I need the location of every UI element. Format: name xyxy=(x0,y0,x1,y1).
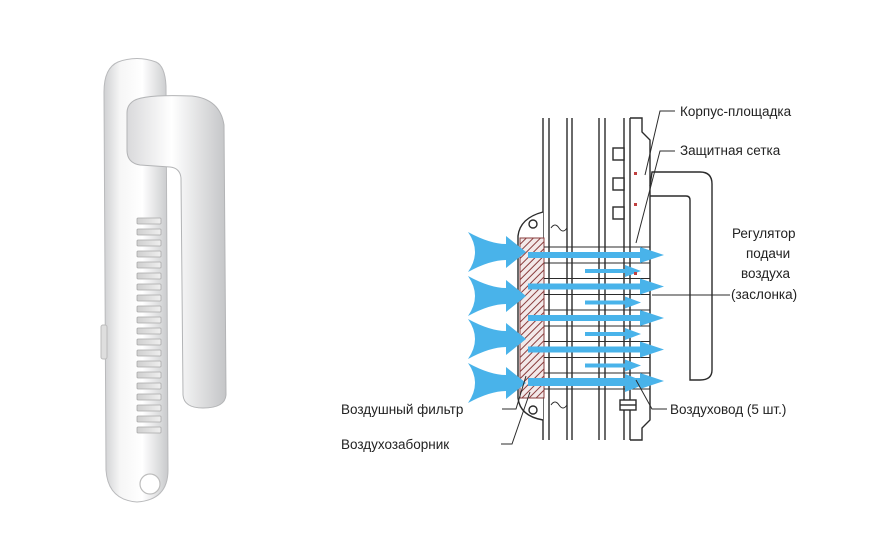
airflow-arrow-icon xyxy=(585,296,641,309)
airflow-arrow-icon xyxy=(528,247,664,263)
vent-slot xyxy=(136,404,162,412)
vent-slot xyxy=(136,371,162,379)
red-marks xyxy=(634,172,637,275)
vent-slot xyxy=(136,415,162,423)
airflow-arrow-icon xyxy=(585,265,641,277)
vent-slot xyxy=(136,283,162,291)
label-mesh: Защитная сетка xyxy=(680,143,781,158)
airflow-arrow-icon xyxy=(585,359,641,372)
vent-slot xyxy=(136,239,162,247)
airflow-arrows xyxy=(528,247,664,392)
vent-slot xyxy=(136,393,162,401)
leader-lines xyxy=(501,110,730,445)
label-regulator-3: воздуха xyxy=(741,266,790,281)
vent-slot xyxy=(136,338,162,346)
vent-slot xyxy=(136,294,162,302)
label-regulator-1: Регулятор xyxy=(732,226,796,241)
label-regulator-2: подачи xyxy=(746,246,790,261)
vent-slot xyxy=(136,228,162,236)
handle-screw-cap xyxy=(139,473,161,495)
airflow-arrow-icon xyxy=(528,374,648,392)
airflow-arrow-icon xyxy=(468,319,526,359)
intake-arrows xyxy=(468,232,526,403)
vent-slot xyxy=(136,272,162,280)
airflow-arrow-icon xyxy=(468,232,526,272)
vent-slot xyxy=(136,305,162,313)
vent-slot xyxy=(136,316,162,324)
air-ducts xyxy=(544,246,650,390)
vent-slot xyxy=(136,349,162,357)
handle-base-plate xyxy=(103,58,169,503)
vent-slot xyxy=(136,426,162,434)
vent-slot xyxy=(136,217,162,225)
vent-grille xyxy=(136,217,162,434)
airflow-arrow-icon xyxy=(585,328,641,340)
airflow-arrow-icon xyxy=(528,310,664,326)
airflow-arrow-icon xyxy=(528,341,664,358)
label-housing: Корпус-площадка xyxy=(680,104,792,119)
handle-side-clip xyxy=(100,324,108,360)
label-filter: Воздушный фильтр xyxy=(341,402,463,417)
handle-lever xyxy=(126,95,227,409)
vent-slot xyxy=(136,360,162,368)
label-duct: Воздуховод (5 шт.) xyxy=(670,402,786,417)
label-regulator-4: (заслонка) xyxy=(731,287,797,302)
airflow-arrow-icon xyxy=(468,276,526,316)
airflow-arrow-icon xyxy=(528,278,664,295)
vent-slot xyxy=(136,261,162,269)
vent-slot xyxy=(136,327,162,335)
vent-slot xyxy=(136,382,162,390)
airflow-arrow-icon xyxy=(468,363,526,403)
handle-illustration xyxy=(100,58,227,503)
label-intake: Воздухозаборник xyxy=(341,437,449,452)
vent-slot xyxy=(136,250,162,258)
